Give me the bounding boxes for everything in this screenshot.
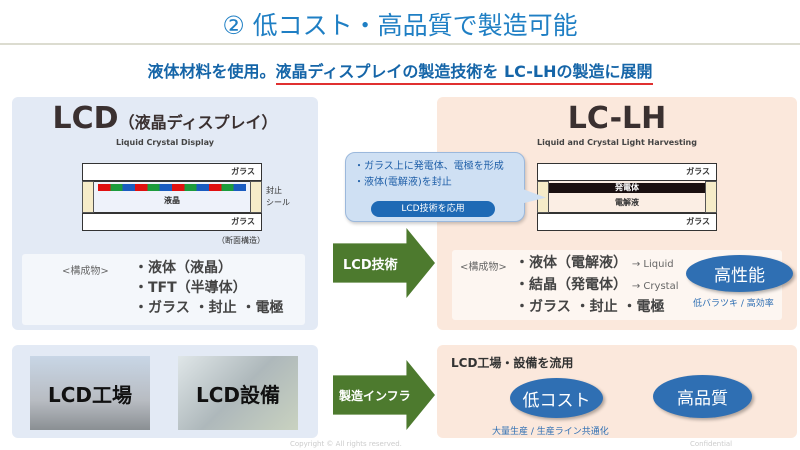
lclh-full-name: Liquid and Crystal Light Harvesting (537, 138, 697, 147)
subtitle-underlined: 液晶ディスプレイの製造技術を LC-LHの製造に展開 (275, 62, 653, 85)
infra-note: 大量生産 / 生産ライン共通化 (492, 427, 609, 437)
lcd-title-jp: （液晶ディスプレイ） (118, 113, 278, 132)
components-label: <構成物> (62, 266, 109, 277)
lcd-glass-bottom: ガラス (82, 213, 262, 231)
title-divider (0, 43, 800, 45)
components-label: <構成物> (460, 262, 507, 273)
performance-note: 低バラツキ / 高効率 (693, 299, 774, 309)
infra-panel: LCD工場 LCD設備 (12, 345, 318, 438)
lcd-components-box: <構成物> ・液体（液晶） ・TFT（半導体） ・ガラス ・封止 ・電極 (22, 254, 305, 325)
callout-line: ・ガラス上に発電体、電極を形成 (354, 161, 504, 172)
component-item: ・TFT（半導体） (134, 280, 247, 296)
slide-title: ② 低コスト・高品質で製造可能 (222, 11, 578, 40)
confidential: Confidential (690, 440, 733, 448)
factory-photo: LCD工場 (30, 356, 150, 430)
component-item: ・液体（電解液） → Liquid (515, 255, 674, 271)
copyright: Copyright © All rights reserved. (290, 440, 402, 448)
cross-section-label: （断面構造） (217, 236, 265, 245)
electrolyte-label: 電解液 (615, 198, 639, 207)
reuse-panel: LCD工場・設備を流用 低コスト 高品質 大量生産 / 生産ライン共通化 (437, 345, 797, 438)
high-quality-oval: 高品質 (653, 375, 752, 418)
subtitle-plain: 液体材料を使用。 (147, 62, 276, 81)
liquid-crystal-label: 液晶 (164, 196, 180, 205)
lclh-panel: LC-LH Liquid and Crystal Light Harvestin… (437, 97, 797, 330)
callout-bubble: ・ガラス上に発電体、電極を形成 ・液体(電解液)を封止 LCD技術を応用 (345, 152, 525, 222)
generator-layer: 発電体 (549, 183, 705, 193)
callout-line: ・液体(電解液)を封止 (354, 177, 452, 188)
lcd-glass-top: ガラス (82, 163, 262, 181)
lcd-tech-arrow: LCD技術 (333, 228, 435, 298)
callout-button: LCD技術を応用 (371, 201, 495, 217)
lclh-seal-right (705, 181, 717, 213)
lclh-cell: 発電体 電解液 (549, 181, 705, 213)
lcd-full-name: Liquid Crystal Display (115, 138, 215, 147)
performance-oval: 高性能 (686, 255, 793, 292)
color-filter (98, 184, 246, 191)
component-item: ・液体（液晶） (134, 260, 232, 276)
equipment-photo: LCD設備 (178, 356, 298, 430)
component-item: ・結晶（発電体） → Crystal (515, 277, 679, 293)
component-note: → Crystal (631, 281, 679, 292)
slide-subtitle: 液体材料を使用。液晶ディスプレイの製造技術を LC-LHの製造に展開 (0, 58, 800, 85)
infra-arrow: 製造インフラ (333, 360, 435, 430)
lcd-panel: LCD（液晶ディスプレイ） Liquid Crystal Display ガラス… (12, 97, 318, 330)
low-cost-oval: 低コスト (510, 378, 603, 418)
lcd-seal-left (82, 181, 94, 213)
lcd-seal-right (250, 181, 262, 213)
lcd-title: LCD (52, 101, 119, 136)
reuse-title: LCD工場・設備を流用 (451, 356, 574, 370)
lclh-title: LC-LH (567, 101, 667, 136)
component-item: ・ガラス ・封止 ・電極 (515, 299, 665, 315)
lclh-components-box: <構成物> ・液体（電解液） → Liquid ・結晶（発電体） → Cryst… (452, 250, 782, 320)
component-item: ・ガラス ・封止 ・電極 (134, 300, 284, 316)
lclh-glass-top: ガラス (537, 163, 717, 181)
lcd-cell: 液晶 (94, 181, 250, 213)
seal-label: 封止 シール (266, 186, 290, 207)
lclh-glass-bottom: ガラス (537, 213, 717, 231)
component-note: → Liquid (631, 259, 674, 270)
